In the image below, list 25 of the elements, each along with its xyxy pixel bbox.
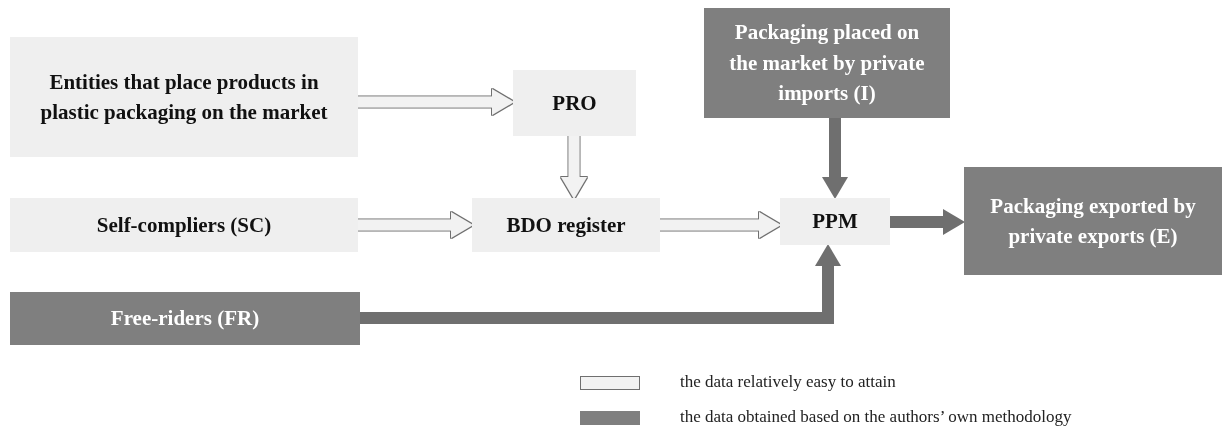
block-arrow <box>660 212 781 238</box>
block-arrow <box>822 118 848 199</box>
process-box <box>10 292 360 345</box>
process-box <box>513 70 636 136</box>
box-label: Packaging exported by private exports (E) <box>989 192 1197 250</box>
box-label: Packaging placed on the market by private imports (I) <box>728 19 926 108</box>
process-box <box>10 37 358 157</box>
legend-label: the data obtained based on the authors’ own methodology <box>680 407 1072 427</box>
process-box <box>472 198 660 252</box>
block-arrow <box>360 244 841 324</box>
process-box <box>964 167 1222 275</box>
block-arrow <box>890 209 965 235</box>
box-label: Free-riders (FR) <box>110 305 260 333</box>
box-label: PPM <box>812 208 858 236</box>
box-label: BDO register <box>506 211 626 239</box>
block-arrow <box>358 89 514 115</box>
process-box <box>10 198 358 252</box>
process-box <box>780 198 890 245</box>
box-label: PRO <box>552 89 597 117</box>
block-arrow <box>358 212 473 238</box>
box-label: Self-compliers (SC) <box>96 211 272 239</box>
box-label: Entities that place products in plastic packaging on the market <box>39 68 329 126</box>
process-box <box>704 8 950 118</box>
block-arrow <box>561 136 587 199</box>
legend-label: the data relatively easy to attain <box>680 372 896 392</box>
